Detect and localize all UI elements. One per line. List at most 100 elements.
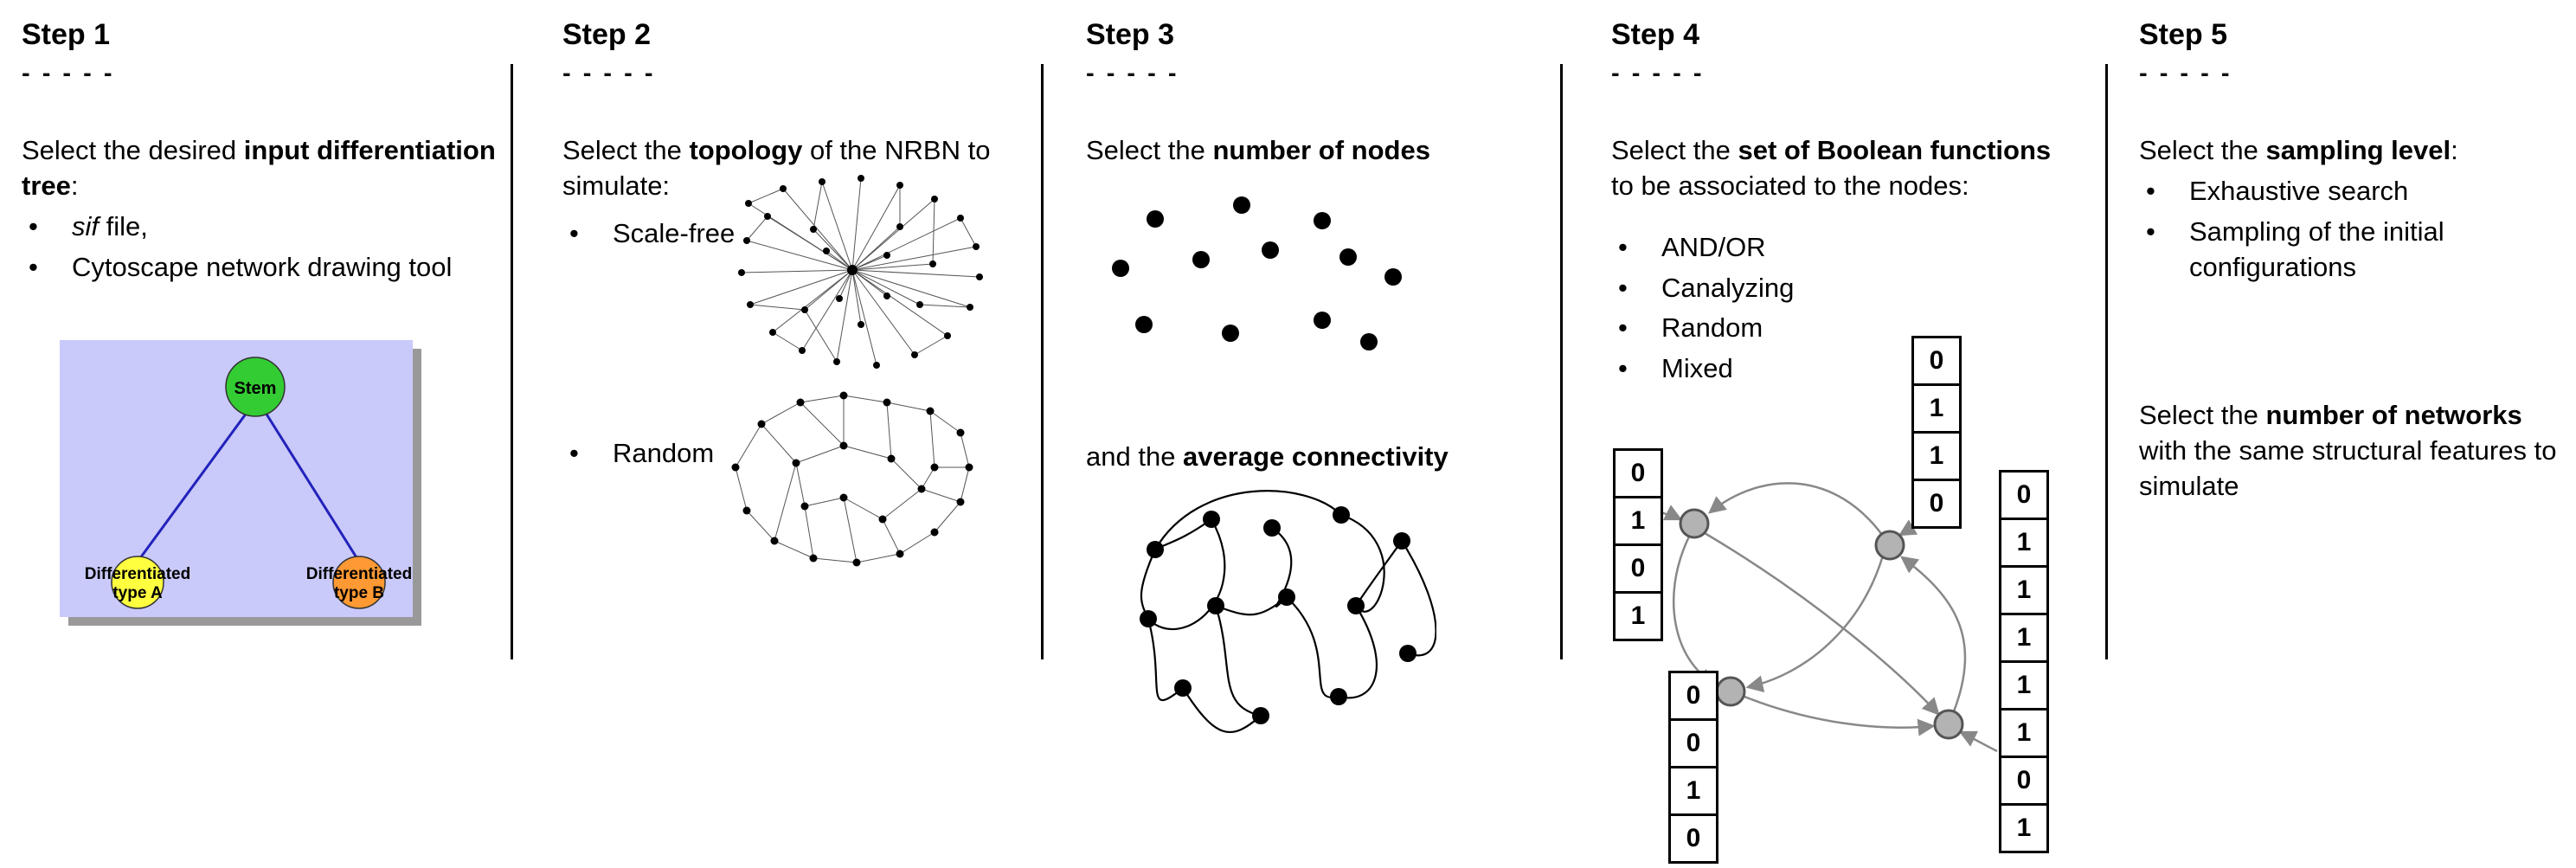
boolean-node-2: [1874, 530, 1905, 561]
step-3-panel: Step 3 - - - - - Select the number of no…: [1086, 17, 1558, 734]
step-5-networks-text: Select the number of networks with the s…: [2139, 398, 2567, 505]
truth-table-cell: 1: [1999, 708, 2049, 758]
intro-pre: Select the desired: [22, 134, 244, 165]
bullet-canalyzing: Canalyzing: [1611, 271, 2063, 306]
truth-table-cell: 1: [1999, 565, 2049, 615]
truth-table-cell: 0: [1999, 470, 2049, 520]
bullet-random-function: Random: [1611, 311, 2063, 346]
bullet-text: Random: [1661, 312, 1763, 344]
truth-table-cell: 1: [1613, 496, 1663, 546]
scattered-nodes-graphic: [1112, 196, 1402, 350]
bullet-sif-file: sif file,: [22, 209, 496, 245]
intro-post: to be associated to the nodes:: [1611, 170, 1969, 201]
bullet-text: Sampling of the initial configurations: [2189, 215, 2444, 282]
text-post: with the same structural features to sim…: [2139, 434, 2557, 501]
bullet-scale-free: Scale-free: [562, 216, 1005, 252]
truth-table-cell: 0: [1668, 813, 1718, 864]
bullet-exhaustive-search: Exhaustive search: [2139, 174, 2567, 209]
boolean-node-1: [1679, 508, 1710, 539]
step-2-intro: Select the topology of the NRBN to simul…: [562, 133, 1005, 204]
truth-table-cell: 1: [1999, 518, 2049, 568]
truth-table-cell: 1: [1999, 803, 2049, 853]
intro-pre: Select the: [1086, 134, 1213, 165]
step-1-panel: Step 1 - - - - - Select the desired inpu…: [22, 17, 496, 633]
bullet-cytoscape: Cytoscape network drawing tool: [22, 250, 496, 286]
bullet-text: Canalyzing: [1661, 272, 1795, 303]
connectivity-tangle-graphic: [1140, 490, 1436, 734]
truth-table-cell: 1: [1668, 766, 1718, 816]
text-bold: number of networks: [2265, 400, 2522, 430]
arrow-n2-n1: [1708, 482, 1886, 539]
bullet-text: Scale-free: [613, 217, 736, 248]
stem-node: [225, 357, 286, 418]
sif-italic: sif: [72, 210, 99, 241]
bullet-text: Random: [613, 438, 715, 468]
bullet-mixed: Mixed: [1611, 351, 2063, 387]
bullet-text: sif file,: [72, 209, 148, 245]
random-network-graphic: [731, 391, 973, 567]
intro-post: :: [70, 170, 79, 201]
truth-table-cell: 1: [1999, 613, 2049, 663]
step-4-panel: Step 4 - - - - - Select the set of Boole…: [1611, 17, 2063, 864]
step-1-intro: Select the desired input differentiation…: [22, 133, 496, 204]
sif-rest: file,: [99, 210, 148, 241]
text-bold: average connectivity: [1183, 441, 1449, 472]
step-3-dashed-separator: - - - - -: [1086, 59, 1179, 87]
type-a-label-line2: type A: [112, 584, 163, 602]
intro-pre: Select the: [1611, 134, 1738, 165]
tree-edge-a: [136, 412, 248, 563]
bullet-and-or: AND/OR: [1611, 230, 2063, 266]
bullet-text: Exhaustive search: [2189, 175, 2409, 206]
arrow-rightcol-n4: [1958, 730, 1998, 753]
step-5-title: Step 5: [2139, 18, 2228, 51]
boolean-function-list: AND/OR Canalyzing Random Mixed: [1611, 230, 2063, 388]
step-4-title: Step 4: [1611, 18, 1700, 51]
scale-free-network-graphic: [738, 175, 983, 369]
intro-pre: Select the: [562, 134, 690, 165]
step-5-panel: Step 5 - - - - - Select the sampling lev…: [2139, 17, 2567, 501]
step-3-connectivity-text: and the average connectivity: [1086, 440, 1558, 475]
truth-table-cell: 0: [1911, 479, 1962, 529]
arrow-n1-n4: [1704, 531, 1940, 716]
truth-table-cell: 0: [1911, 336, 1962, 386]
step-4-dashed-separator: - - - - -: [1611, 59, 1705, 87]
differentiated-type-a-node: [111, 556, 164, 610]
intro-pre: Select the: [2139, 134, 2266, 165]
truth-table-cell: 1: [1613, 591, 1663, 641]
arrow-n3-n4: [1744, 695, 1936, 736]
intro-bold: sampling level: [2265, 134, 2451, 165]
type-b-label-line2: type B: [334, 584, 384, 602]
arrow-n4-n2: [1899, 556, 1967, 712]
step-2-dashed-separator: - - - - -: [562, 59, 656, 87]
intro-bold: topology: [689, 134, 803, 165]
arrow-n2-n3: [1745, 555, 1885, 693]
step-2-title: Step 2: [562, 18, 652, 51]
step-5-intro: Select the sampling level:: [2139, 133, 2567, 169]
truth-table-cell: 0: [1613, 543, 1663, 594]
tree-edge-b: [264, 412, 361, 563]
column-divider: [511, 64, 513, 659]
type-a-label-line1: Differentiated: [85, 565, 190, 583]
truth-table-cell: 0: [1613, 448, 1663, 498]
bullet-sampling-initial-configurations: Sampling of the initial configurations: [2139, 215, 2567, 286]
step-4-intro: Select the set of Boolean functions to b…: [1611, 133, 2063, 204]
truth-table-cell: 0: [1668, 671, 1718, 721]
truth-table-cell: 1: [1911, 383, 1962, 434]
text-pre: Select the: [2139, 400, 2266, 430]
intro-bold: set of Boolean functions: [1738, 134, 2052, 165]
differentiation-tree-graphic: Stem Differentiated type A Differentiate…: [60, 340, 421, 627]
step-1-title: Step 1: [22, 18, 111, 51]
intro-post: :: [2451, 134, 2458, 165]
intro-bold: number of nodes: [1212, 134, 1430, 165]
arrow-n1-n3: [1672, 536, 1718, 685]
stem-node-label: Stem: [234, 379, 277, 398]
bullet-text: Mixed: [1661, 353, 1733, 384]
arrow-leftcol-n1: [1661, 505, 1683, 521]
differentiated-type-b-node: [332, 556, 386, 610]
step-2-panel: Step 2 - - - - - Select the topology of …: [562, 17, 1005, 567]
boolean-node-3: [1715, 676, 1746, 707]
